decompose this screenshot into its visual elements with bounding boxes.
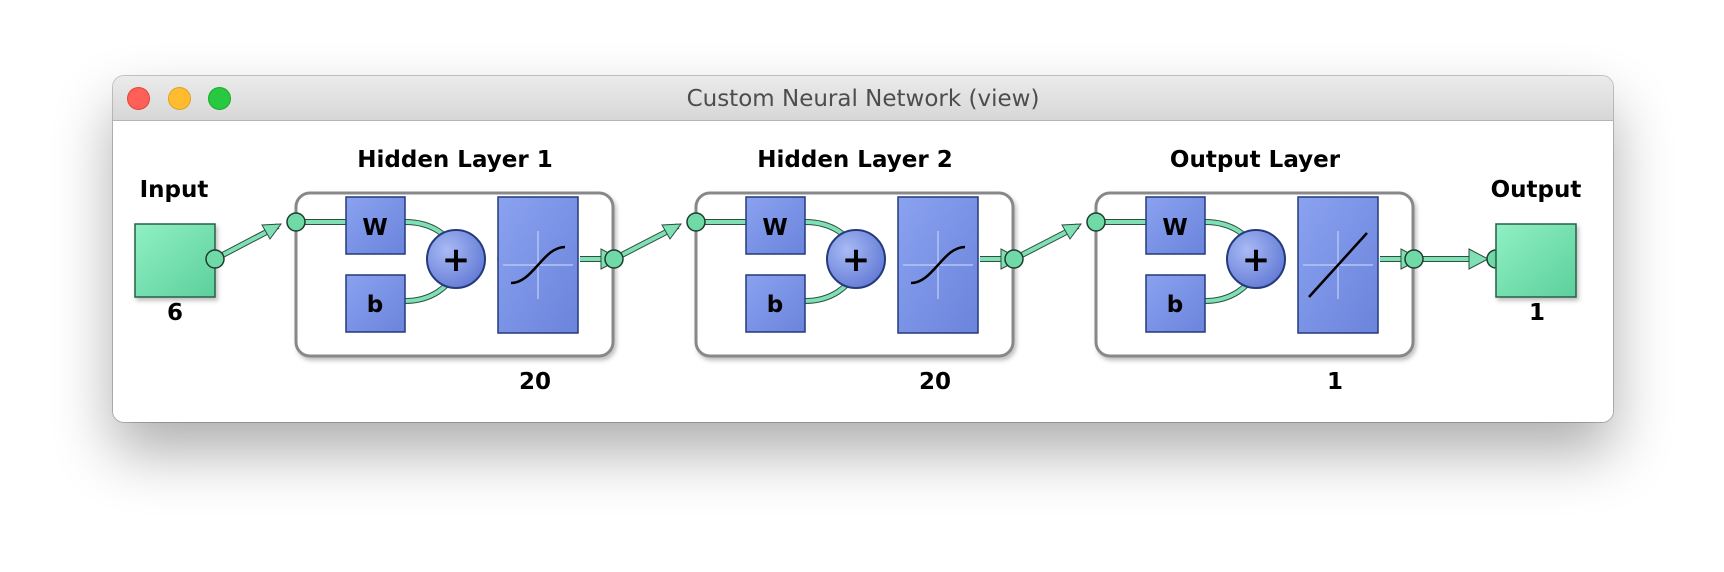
hidden-layer-1-weight [345,196,406,255]
output-layer-sum-label: + [1242,240,1271,280]
input-box [134,223,216,298]
hidden-layer-2-out-port [1004,249,1024,269]
hidden-layer-2-sum-label: + [842,240,871,280]
output-layer-size: 1 [1327,369,1343,395]
output-layer-weight-label: W [1162,215,1187,241]
hidden-layer-1: Hidden Layer 1 W b + 20 [286,147,622,395]
output-layer-in-port [1086,212,1106,232]
connector-hidden1-to-hidden2 [604,223,683,269]
hidden-layer-2-size: 20 [919,369,951,395]
output-layer-bias [1145,274,1206,333]
hidden-layer-1-in-port [286,212,306,232]
input-node: Input 6 [134,177,216,326]
hidden-layer-1-title: Hidden Layer 1 [357,147,552,173]
zoom-button[interactable] [208,87,231,110]
hidden-layer-2-in-port [686,212,706,232]
hidden-layer-2-weight [745,196,806,255]
close-button[interactable] [127,87,150,110]
hidden-layer-1-size: 20 [519,369,551,395]
sigmoid-icon [910,245,966,285]
hidden-layer-2-title: Hidden Layer 2 [757,147,952,173]
title-bar: Custom Neural Network (view) [113,76,1613,121]
output-node: Output 1 [1491,177,1582,326]
hidden-layer-1-bias [345,274,406,333]
output-size: 1 [1529,300,1545,326]
hidden-layer-2-sum-icon [826,229,886,289]
network-diagram: Input 6 Hidden Layer 1 [134,147,1582,395]
hidden-layer-2-weight-label: W [762,215,787,241]
sigmoid-icon [510,245,566,285]
output-layer-weight [1145,196,1206,255]
hidden-layer-1-out-port [604,249,624,269]
linear-icon [1308,232,1368,298]
hidden-layer-2-bias-label: b [767,292,783,318]
output-layer-bias-label: b [1167,292,1183,318]
connector-input-to-hidden1 [205,223,283,269]
minimize-button[interactable] [168,87,191,110]
input-port [205,249,225,269]
hidden-layer-2: Hidden Layer 2 W b + 20 [686,147,1022,395]
network-view: Input 6 Hidden Layer 1 [113,121,1613,422]
hidden-layer-1-weight-label: W [362,215,387,241]
hidden-layer-1-sum-icon [426,229,486,289]
output-layer-title: Output Layer [1170,147,1341,173]
hidden-layer-1-bias-label: b [367,292,383,318]
hidden-layer-1-sum-label: + [442,240,471,280]
output-box [1495,223,1577,298]
output-label: Output [1491,177,1582,203]
input-label: Input [140,177,209,203]
output-layer: Output Layer W b + 1 [1086,147,1422,395]
connector-output-layer-to-output [1404,248,1506,270]
connector-hidden2-to-output-layer [1004,223,1083,269]
output-layer-out-port [1404,249,1424,269]
window-title: Custom Neural Network (view) [686,86,1040,112]
output-layer-sum-icon [1226,229,1286,289]
input-size: 6 [167,300,183,326]
app-window: Custom Neural Network (view) [113,76,1613,422]
hidden-layer-2-bias [745,274,806,333]
